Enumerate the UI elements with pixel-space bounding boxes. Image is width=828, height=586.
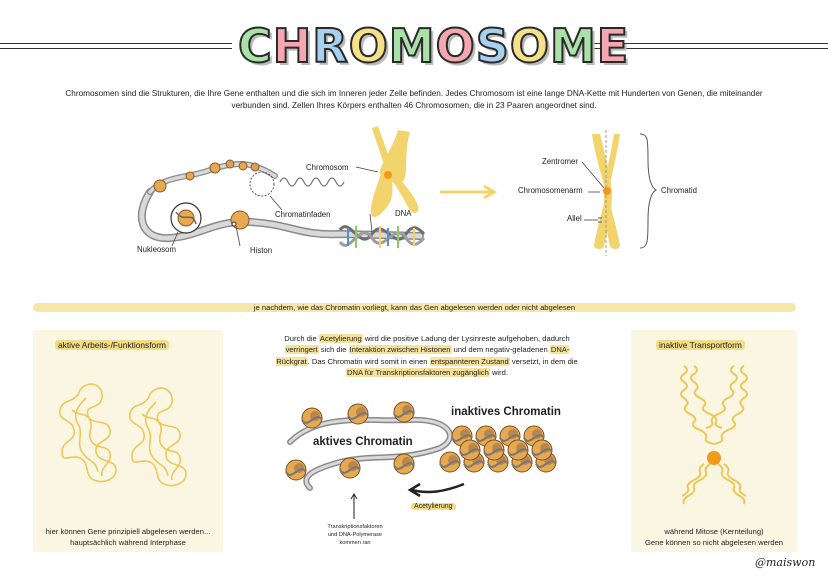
histone: [230, 210, 250, 230]
title-letter: M: [549, 18, 597, 74]
dna-wrap: [523, 434, 545, 442]
caption-active-2: hauptsächlich während Interphase: [70, 538, 186, 547]
label-chromatid: Chromatid: [661, 186, 697, 195]
dna-wrap: [531, 448, 553, 456]
leader-lines: [171, 161, 605, 247]
chromatin-fiber-coil: [249, 171, 345, 197]
dna-wrap: [463, 460, 485, 468]
dna-wrap: [347, 412, 369, 420]
dna-wrap: [535, 460, 557, 468]
title-banner: CHROMOSOME: [0, 8, 828, 80]
dna-wrap: [483, 448, 505, 456]
label-allel: Allel: [567, 214, 582, 223]
highlight-interaktion: Interaktion zwischen Histonen: [348, 345, 452, 355]
title-letter: S: [475, 18, 510, 74]
dna-wrap: [285, 468, 307, 476]
dna-wrap: [393, 462, 415, 470]
title-letter: O: [509, 18, 550, 74]
chromosome-structure-diagram: [137, 126, 658, 256]
chromatin-acetylation-illustration: [285, 401, 557, 498]
dna-wrap: [475, 434, 497, 442]
up-arrow-icon: [350, 493, 358, 519]
caption-inactive-1: während Mitose (Kernteilung): [664, 527, 764, 536]
title-rule-left-1: [0, 43, 232, 44]
curved-arrow-icon: [407, 482, 465, 498]
dna-wrap: [393, 410, 415, 418]
label-histon: Histon: [250, 246, 273, 255]
intro-text: Chromosomen sind die Strukturen, die Ihr…: [65, 89, 763, 110]
title-letter: E: [596, 18, 630, 74]
dna-double-helix: [338, 225, 426, 248]
tf-line-1: Transkriptionsfaktoren: [327, 524, 383, 530]
condensed-chromosome-illustration: [680, 365, 748, 505]
dna-wrap: [301, 416, 323, 424]
highlight-entspannter-zustand: entspannteren Zustand: [429, 356, 510, 366]
text-part: wird.: [489, 367, 508, 377]
caption-active-1: hier können Gene prinzipiell abgelesen w…: [45, 527, 211, 536]
page-title: CHROMOSOME: [237, 18, 629, 74]
banner-text: je nachdem, wie das Chromatin vorliegt, …: [253, 303, 576, 312]
panel-inactive-form: [631, 330, 797, 552]
label-aktives-chromatin: aktives Chromatin: [313, 436, 413, 448]
label-acetylierung: Acetylierung: [411, 503, 456, 510]
title-letter: C: [237, 18, 273, 74]
title-letter: O: [348, 18, 389, 74]
dna-wrap: [487, 460, 509, 468]
highlight-banner: [33, 303, 796, 312]
text-part: wird die positive Ladung der Lysinreste …: [362, 334, 570, 343]
dna-wrap: [499, 434, 521, 442]
nucleosome-bead-cluster: [285, 401, 557, 481]
label-nukleosom: Nukleosom: [137, 245, 176, 254]
nucleosome-beads: [153, 159, 260, 193]
text-part: . Das Chromatin wird somit in einen: [307, 356, 430, 366]
title-letter: O: [435, 18, 476, 74]
title-rule-left-2: [0, 48, 232, 49]
text-part: und dem negativ-geladenen: [451, 345, 550, 355]
label-zentromer: Zentromer: [542, 157, 578, 166]
title-rule-right-1: [592, 43, 828, 44]
dna-wrap: [507, 448, 529, 456]
signature: @maiswon: [755, 556, 816, 569]
caption-inactive-2: Gene können so nicht abgelesen werden: [644, 538, 784, 547]
dna-wrap: [439, 460, 461, 468]
panel-active-form: [33, 330, 223, 552]
label-chromatinfaden: Chromatinfaden: [275, 210, 331, 219]
panel-title-active: aktive Arbeits-/Funktionsform: [55, 340, 169, 350]
panel-title-inactive: inaktive Transportform: [656, 340, 745, 350]
tf-caption: Transkriptionsfaktoren und DNA-Polymeras…: [300, 523, 410, 547]
text-part: versetzt, in dem die: [509, 356, 578, 366]
tf-line-3: kommen ran: [339, 540, 371, 546]
title-letter: M: [388, 18, 436, 74]
acetylation-explanation: Durch die Acetylierung wird die positive…: [268, 333, 586, 378]
title-rule-right-2: [592, 48, 828, 49]
tf-line-2: und DNA-Polymerase: [327, 532, 383, 538]
label-dna: DNA: [395, 209, 412, 218]
text-part: Durch die: [284, 334, 319, 343]
dna-wrap: [511, 460, 533, 468]
label-chromosom: Chromosom: [306, 163, 349, 172]
loose-chromatin-illustration: [59, 383, 187, 487]
chromatid-diagram: [592, 130, 658, 256]
dna-wrap: [339, 466, 361, 474]
dna-wrap: [459, 448, 481, 456]
nucleosome-magnifier: [170, 202, 202, 234]
dna-wrap: [451, 434, 473, 442]
title-letter: H: [272, 18, 313, 74]
highlight-dna-zugaenglich: DNA für Transkriptionsfaktoren zugänglic…: [346, 367, 490, 377]
text-part: sich die: [318, 345, 349, 355]
highlight-verringert: verringert: [284, 345, 319, 355]
title-letter: R: [311, 18, 349, 74]
highlight-acetylierung: Acetylierung: [318, 334, 363, 343]
arrow-right-icon: [440, 184, 497, 200]
chromosome-large: [370, 126, 419, 217]
label-inaktives-chromatin: inaktives Chromatin: [451, 406, 561, 418]
label-chromosomenarm: Chromosomenarm: [518, 186, 583, 195]
